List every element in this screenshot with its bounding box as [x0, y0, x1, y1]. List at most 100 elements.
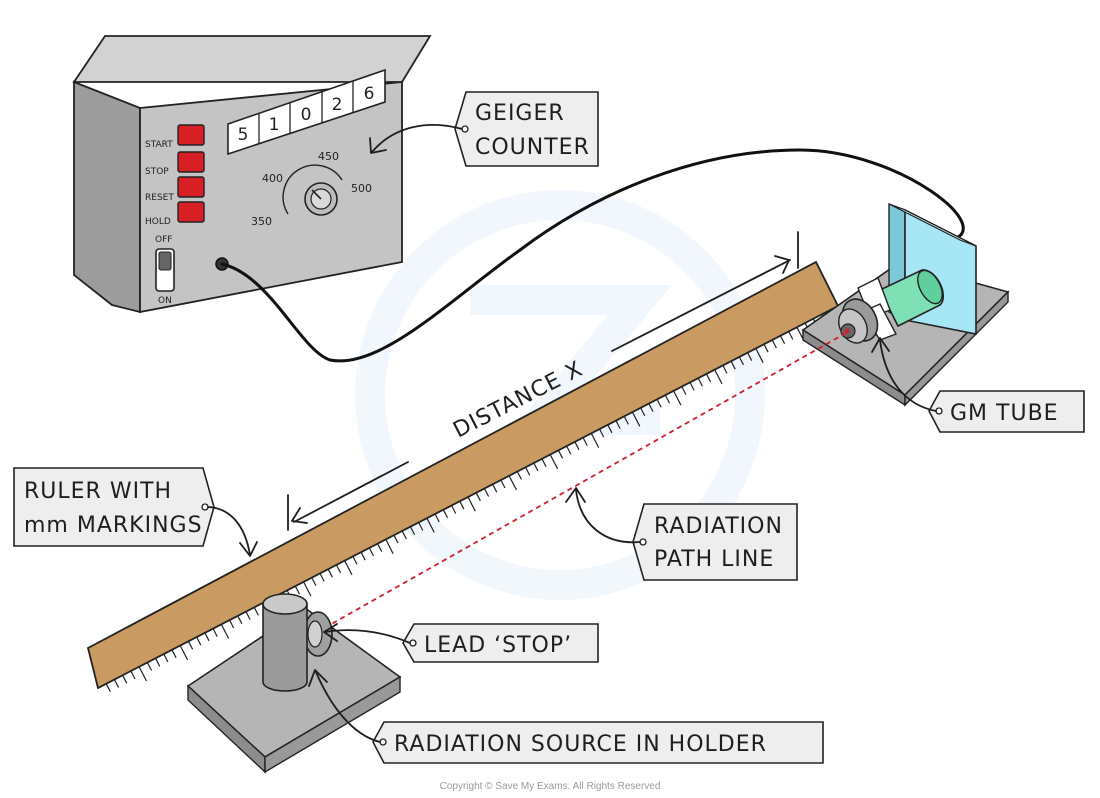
- display-digit-2: 1: [269, 115, 280, 135]
- ruler-tick: [368, 547, 375, 557]
- ruler-tick: [409, 526, 416, 535]
- ruler-tick: [229, 619, 235, 629]
- ruler-tick: [319, 573, 325, 582]
- ruler-tick: [146, 662, 153, 671]
- stop-button[interactable]: [177, 151, 205, 173]
- ruler-tick: [689, 382, 695, 391]
- ruler-tick: [393, 534, 399, 544]
- geiger-counter-callout: GEIGER COUNTER: [369, 91, 599, 167]
- radiation-source: [262, 593, 308, 692]
- ruler-tick: [451, 505, 457, 514]
- ruler-tick: [483, 488, 490, 497]
- ruler-tick: [664, 394, 671, 404]
- ruler-tick: [187, 641, 194, 650]
- ruler-tick: [442, 509, 449, 518]
- ruler-tick: [549, 454, 559, 470]
- lead-stop-callout: LEAD ‘STOP’: [323, 623, 599, 663]
- ruler-tick: [303, 581, 312, 597]
- copyright-notice: Copyright © Save My Exams. All Rights Re…: [440, 781, 661, 792]
- ruler-tick: [459, 500, 465, 510]
- ruler-tick: [525, 467, 531, 476]
- gm-tube-callout: GM TUBE: [871, 337, 1085, 433]
- ruler-tick: [623, 416, 629, 425]
- ruler-tick: [516, 471, 523, 480]
- start-button[interactable]: [177, 124, 205, 146]
- ruler-tick: [656, 399, 662, 408]
- ruler-tick: [730, 360, 736, 370]
- radiation-path-callout: RADIATION PATH LINE: [565, 487, 798, 581]
- source-holder-label: RADIATION SOURCE IN HOLDER: [394, 732, 767, 757]
- ruler-tick: [574, 441, 580, 451]
- ruler-tick: [722, 365, 728, 374]
- display-digit-5: 6: [364, 84, 375, 104]
- tube-window: [844, 328, 850, 334]
- lead-stop-label: LEAD ‘STOP’: [424, 633, 572, 658]
- hold-label: HOLD: [145, 217, 171, 227]
- ruler-tick: [673, 390, 682, 406]
- ruler-tick: [113, 679, 120, 688]
- power-switch[interactable]: OFF ON: [155, 235, 175, 306]
- source-holder-callout: RADIATION SOURCE IN HOLDER: [308, 669, 824, 764]
- source-holder: [186, 593, 402, 774]
- ruler-label-line2: mm MARKINGS: [24, 513, 203, 538]
- ruler-tick: [294, 585, 301, 595]
- ruler-tick: [590, 433, 600, 448]
- radiation-path: [311, 332, 847, 636]
- gm-tube-assembly: [801, 202, 1010, 407]
- ruler-tick: [557, 450, 564, 459]
- voltage-dial[interactable]: 350 400 450 500: [251, 150, 372, 228]
- ruler-tick: [705, 373, 712, 383]
- ruler-tick: [360, 551, 366, 561]
- ruler-tick: [755, 348, 764, 363]
- ruler-tick: [582, 437, 588, 446]
- ruler-tick: [426, 517, 435, 533]
- ruler-tick: [714, 369, 723, 385]
- ruler-tick: [220, 624, 230, 639]
- ruler-tick: [566, 445, 572, 455]
- ruler-tick: [599, 428, 605, 438]
- hold-button[interactable]: [177, 201, 205, 223]
- dial-mark-400: 400: [262, 172, 283, 185]
- ruler-tick: [475, 492, 481, 502]
- ruler-tick: [607, 424, 613, 434]
- ruler-tick: [105, 683, 111, 693]
- ruler-tick: [130, 670, 136, 680]
- ruler-tick: [377, 543, 383, 552]
- switch-on-label: ON: [158, 296, 172, 306]
- ruler-tick: [434, 513, 440, 523]
- ruler-tick: [648, 403, 654, 412]
- geiger-label-line2: COUNTER: [475, 135, 590, 160]
- ruler-tick: [640, 407, 646, 417]
- ruler-tick: [500, 479, 506, 489]
- ruler-tick: [122, 675, 128, 684]
- ruler-tick: [738, 356, 745, 366]
- ruler-label-line1: RULER WITH: [24, 479, 172, 504]
- ruler-tick: [615, 420, 621, 429]
- ruler-tick: [311, 577, 317, 586]
- ruler-tick: [681, 386, 687, 395]
- ruler-tick: [245, 611, 251, 620]
- reset-label: RESET: [145, 193, 174, 203]
- ruler-tick: [788, 331, 794, 340]
- stop-label: STOP: [145, 167, 169, 177]
- ruler-callout: RULER WITH mm MARKINGS: [13, 467, 258, 557]
- ruler-tick: [492, 484, 498, 493]
- display-digit-3: 0: [301, 105, 312, 125]
- dial-mark-500: 500: [351, 182, 372, 195]
- radiation-path-label-line2: PATH LINE: [654, 547, 774, 572]
- ruler-tick: [541, 458, 547, 468]
- ruler-tick: [237, 615, 243, 625]
- ruler-tick: [352, 556, 358, 565]
- ruler-tick: [212, 628, 218, 637]
- ruler-tick: [335, 564, 342, 574]
- dial-mark-450: 450: [318, 150, 339, 163]
- display-digit-4: 2: [332, 95, 343, 115]
- ruler-tick: [771, 339, 777, 349]
- geiger-label-line1: GEIGER: [475, 101, 565, 126]
- ruler-tick: [747, 352, 753, 361]
- reset-button[interactable]: [177, 176, 205, 198]
- radiation-path-label-line1: RADIATION: [654, 514, 783, 539]
- ruler-tick: [196, 636, 202, 646]
